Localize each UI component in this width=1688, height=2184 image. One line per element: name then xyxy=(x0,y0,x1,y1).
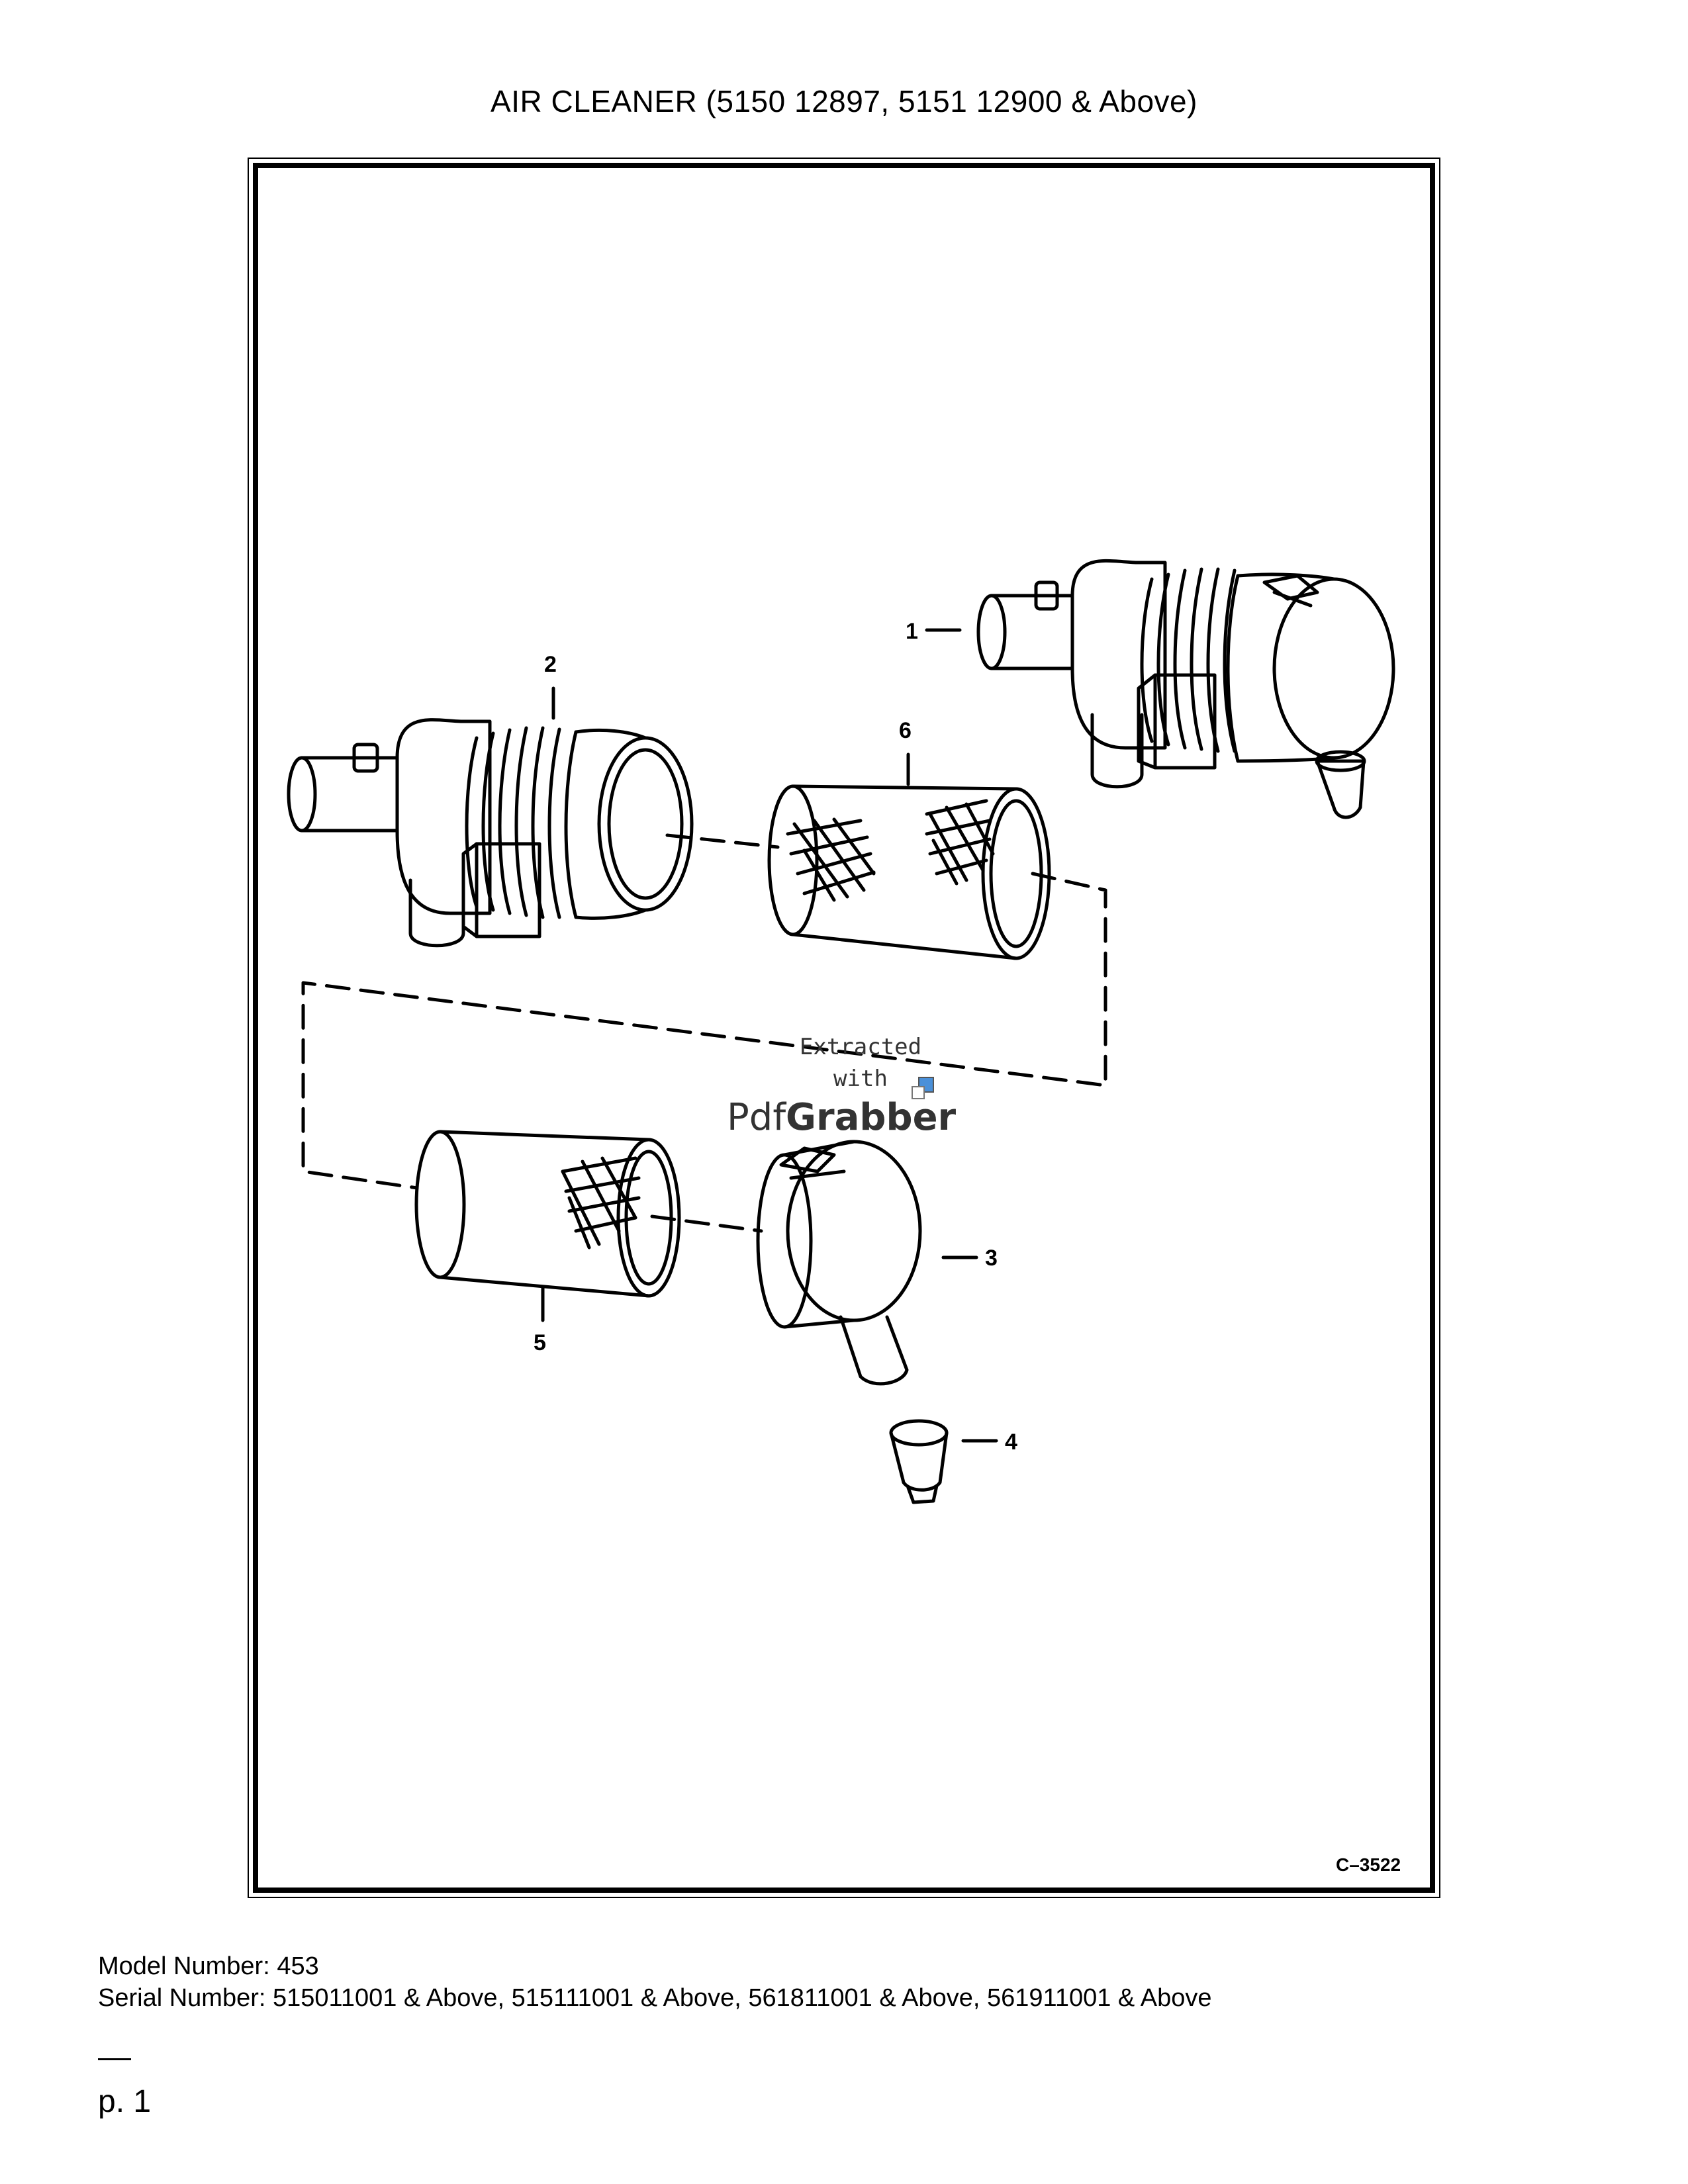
callout-1: 1 xyxy=(906,619,918,644)
part-6-outer-filter xyxy=(767,784,1051,960)
callout-2: 2 xyxy=(544,652,557,677)
part-4-dust-valve xyxy=(889,1419,949,1504)
figure-frame-outer xyxy=(248,158,1440,1898)
part-3-cover xyxy=(756,1140,922,1386)
part-1-assembled-air-cleaner xyxy=(976,559,1395,819)
watermark-line-1: Extracted xyxy=(799,1034,922,1060)
page-number: p. 1 xyxy=(98,2084,152,2119)
callout-4: 4 xyxy=(1005,1430,1017,1455)
page-title: AIR CLEANER (5150 12897, 5151 12900 & Ab… xyxy=(491,84,1197,118)
figure-code: C–3522 xyxy=(1336,1854,1401,1875)
watermark-brand-a: Pdf xyxy=(727,1096,786,1139)
part-2-housing xyxy=(287,718,694,948)
callout-6: 6 xyxy=(899,718,912,743)
part-5-inner-filter xyxy=(414,1130,681,1298)
pdfgrabber-logo-icon xyxy=(912,1077,934,1099)
figure-frame xyxy=(253,163,1435,1893)
watermark-brand: PdfGrabber xyxy=(727,1096,956,1139)
model-number: Model Number: 453 xyxy=(98,1952,319,1980)
callout-3: 3 xyxy=(985,1246,998,1271)
serial-number: Serial Number: 515011001 & Above, 515111… xyxy=(98,1984,1212,2012)
watermark-brand-b: Grabber xyxy=(786,1096,957,1139)
assembly-dashed-path xyxy=(301,833,1107,1233)
callout-5: 5 xyxy=(534,1330,546,1355)
watermark-line-2: with xyxy=(833,1066,888,1092)
footer-rule xyxy=(98,2058,131,2060)
